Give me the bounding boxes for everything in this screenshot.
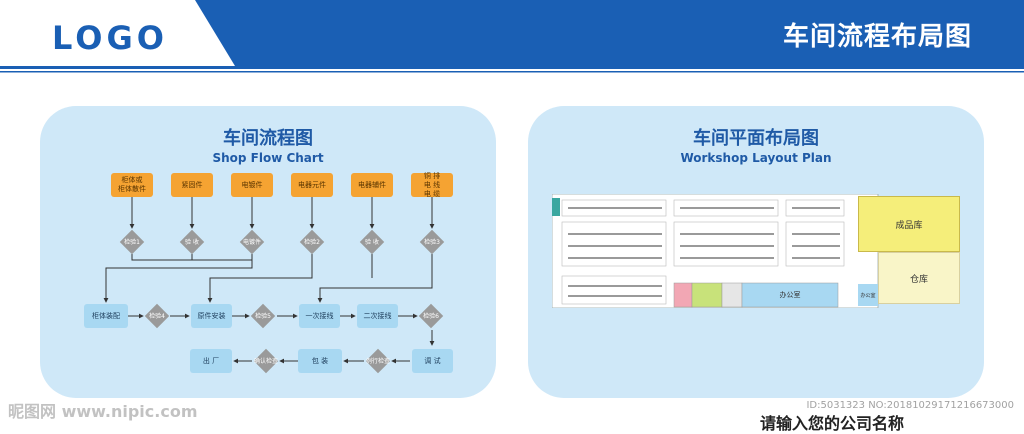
source-electrical-components: 电器元件 bbox=[291, 173, 333, 197]
finished-goods-store: 成品库 bbox=[858, 196, 960, 252]
source-electrical-accessories: 电器辅件 bbox=[351, 173, 393, 197]
step-ship-out: 出 厂 bbox=[190, 349, 232, 373]
step-cabinet-assembly: 柜体装配 bbox=[84, 304, 128, 328]
check-4: 检验4 bbox=[144, 303, 170, 329]
step-packaging: 包 装 bbox=[298, 349, 342, 373]
office-room-1: 办公室 bbox=[779, 291, 801, 299]
check-6: 检验6 bbox=[418, 303, 444, 329]
floor-plan-drawing bbox=[552, 194, 879, 308]
check-routine: 例行检查 bbox=[365, 348, 391, 374]
step-component-install: 原件安装 bbox=[191, 304, 232, 328]
source-plated-parts: 电镀件 bbox=[231, 173, 273, 197]
layout-plan-title: 车间平面布局图 bbox=[693, 128, 819, 149]
step-secondary-wiring: 二次接线 bbox=[357, 304, 398, 328]
step-primary-wiring: 一次接线 bbox=[299, 304, 340, 328]
flow-chart-title: 车间流程图 bbox=[223, 128, 313, 149]
floor-plan: 成品库 仓库 办公室 办公室 bbox=[552, 194, 960, 308]
check-diamond-3: 电镀件 bbox=[239, 229, 265, 255]
warehouse: 仓库 bbox=[878, 252, 960, 304]
source-fasteners: 紧固件 bbox=[171, 173, 213, 197]
check-diamond-4: 检验2 bbox=[299, 229, 325, 255]
office-room-2: 办公室 bbox=[858, 284, 878, 306]
header-background bbox=[0, 0, 1024, 73]
page-title: 车间流程布局图 bbox=[782, 22, 972, 52]
logo: LOGO bbox=[52, 19, 168, 57]
check-confirm: 确认检查 bbox=[253, 348, 279, 374]
check-diamond-6: 检验3 bbox=[419, 229, 445, 255]
image-id-watermark: ID:5031323 NO:20181029171216673000 bbox=[806, 400, 1014, 411]
check-diamond-1: 检验1 bbox=[119, 229, 145, 255]
site-watermark: 昵图网 www.nipic.com bbox=[8, 402, 198, 421]
step-debugging: 调 试 bbox=[412, 349, 453, 373]
check-diamond-2: 验 收 bbox=[179, 229, 205, 255]
layout-plan-subtitle: Workshop Layout Plan bbox=[680, 151, 832, 165]
check-diamond-5: 验 收 bbox=[359, 229, 385, 255]
header-bar: LOGO 车间流程布局图 bbox=[0, 0, 1024, 73]
source-cabinet-parts: 柜体或 柜体散件 bbox=[111, 173, 153, 197]
company-name-prompt: 请输入您的公司名称 bbox=[760, 414, 905, 433]
flow-chart-subtitle: Shop Flow Chart bbox=[212, 151, 324, 165]
check-5: 检验5 bbox=[250, 303, 276, 329]
source-copper-cables: 铜 排 电 线 电 缆 bbox=[411, 172, 453, 198]
